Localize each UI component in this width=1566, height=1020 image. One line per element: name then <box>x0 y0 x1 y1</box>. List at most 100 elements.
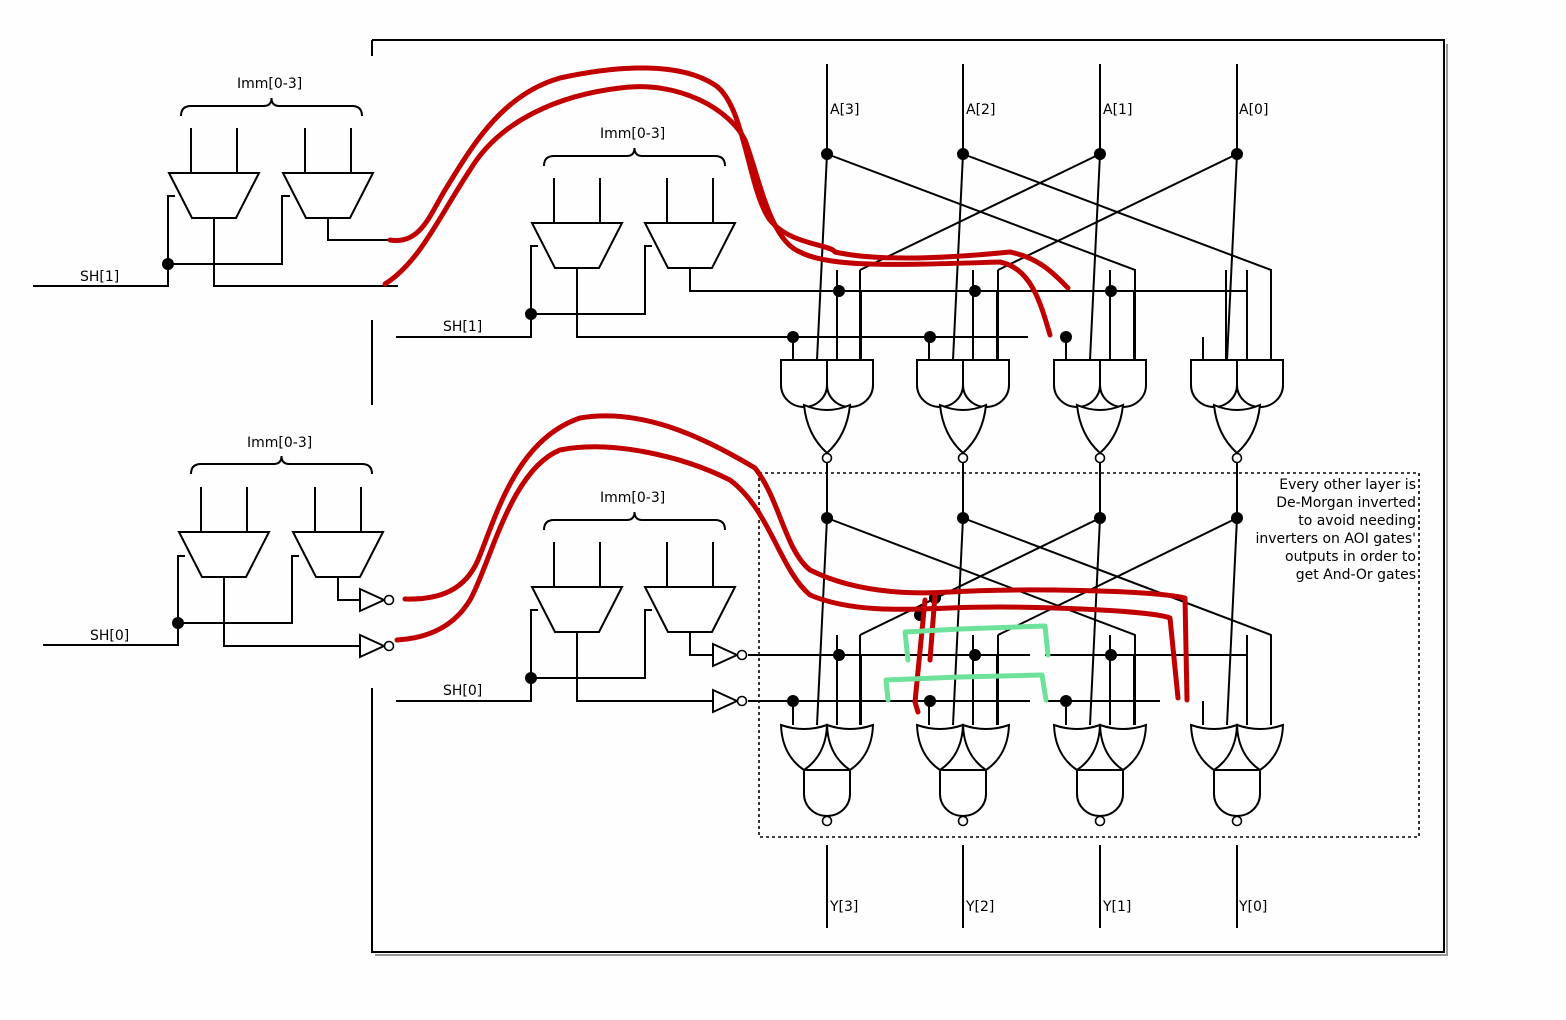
junction-dot <box>821 148 833 160</box>
inverter-gate <box>359 587 387 613</box>
note-line: Every other layer is <box>1279 477 1416 493</box>
and-gate <box>826 359 874 408</box>
and-gate <box>1099 359 1147 408</box>
inversion-bubble <box>821 815 833 827</box>
note-line: De-Morgan inverted <box>1276 495 1416 511</box>
junction-dot <box>1105 649 1117 661</box>
output-label: Y[1] <box>1102 899 1131 915</box>
or-gate <box>779 723 829 772</box>
input-label: A[2] <box>966 102 995 118</box>
sh0-outer-label: SH[0] <box>90 628 129 644</box>
and-gate <box>962 359 1010 408</box>
inversion-bubble <box>957 452 969 464</box>
output-label: Y[2] <box>965 899 994 915</box>
junction-dot <box>821 512 833 524</box>
wire <box>304 128 352 173</box>
inversion-bubble <box>1094 452 1106 464</box>
junction-dot <box>525 672 537 684</box>
note-line: get And-Or gates <box>1296 567 1416 583</box>
wire <box>223 578 360 647</box>
output-label: Y[3] <box>829 899 858 915</box>
wire <box>826 517 1136 725</box>
sh1-inner-label: SH[1] <box>443 319 482 335</box>
or-gate <box>961 723 1011 772</box>
and-gate <box>780 359 828 408</box>
wire <box>337 578 360 601</box>
inversion-bubble <box>736 695 748 707</box>
junction-dot <box>924 695 936 707</box>
or-gate <box>915 723 965 772</box>
wire <box>327 218 390 241</box>
junction-dot <box>969 285 981 297</box>
frame <box>371 39 1448 956</box>
nor-gate <box>1212 403 1262 455</box>
junction-dot <box>162 258 174 270</box>
wire <box>666 542 714 587</box>
junction-dot <box>833 649 845 661</box>
wire <box>396 245 538 338</box>
output-label: Y[0] <box>1238 899 1267 915</box>
input-label: A[3] <box>830 102 859 118</box>
mux-gate <box>281 172 375 219</box>
wire <box>826 153 1136 360</box>
wire <box>1089 153 1101 361</box>
wire <box>997 153 1238 271</box>
input-label: A[1] <box>1103 102 1132 118</box>
wire <box>178 555 299 624</box>
mux-gate <box>530 222 624 269</box>
wire <box>168 195 290 265</box>
wire <box>190 455 373 475</box>
inverter-gate <box>359 633 387 659</box>
wire <box>816 517 828 726</box>
or-gate <box>825 723 875 772</box>
wire <box>314 487 362 532</box>
wire <box>531 245 652 315</box>
wire <box>859 270 999 360</box>
wire <box>180 97 363 117</box>
inverter-gate <box>712 688 740 714</box>
junction-dot <box>1094 148 1106 160</box>
wire <box>396 609 538 702</box>
wire <box>859 635 999 725</box>
inverter-gate <box>712 642 740 668</box>
or-gate <box>1098 723 1148 772</box>
wire <box>553 542 601 587</box>
nand-gate <box>1213 769 1261 817</box>
inversion-bubble <box>821 452 833 464</box>
wire <box>531 609 652 679</box>
note-line: outputs in order to <box>1285 549 1416 565</box>
junction-dot <box>957 148 969 160</box>
nand-gate <box>1076 769 1124 817</box>
wire <box>952 517 964 726</box>
wire <box>1109 270 1227 360</box>
or-gate <box>1052 723 1102 772</box>
inversion-bubble <box>957 815 969 827</box>
junction-dot <box>1060 331 1072 343</box>
or-gate <box>1189 723 1239 772</box>
nand-gate <box>939 769 987 817</box>
junction-dot <box>1105 285 1117 297</box>
junction-dot <box>957 512 969 524</box>
inversion-bubble <box>1094 815 1106 827</box>
sh0-inner-label: SH[0] <box>443 683 482 699</box>
input-label: A[0] <box>1239 102 1268 118</box>
junction-dot <box>969 649 981 661</box>
wire <box>576 632 713 702</box>
imm-bot-inner-label: Imm[0-3] <box>600 490 665 506</box>
junction-dot <box>1060 695 1072 707</box>
wire <box>689 632 713 656</box>
junction-dot <box>525 308 537 320</box>
gates <box>167 172 1285 827</box>
and-gate <box>1236 359 1284 408</box>
imm-top-outer-label: Imm[0-3] <box>237 76 302 92</box>
wire <box>43 555 185 646</box>
mux-gate <box>167 172 261 219</box>
wire <box>962 153 1272 360</box>
nor-gate <box>1075 403 1125 455</box>
wire <box>543 511 726 531</box>
inversion-bubble <box>1231 815 1243 827</box>
junction-dot <box>787 331 799 343</box>
and-gate <box>1053 359 1101 408</box>
